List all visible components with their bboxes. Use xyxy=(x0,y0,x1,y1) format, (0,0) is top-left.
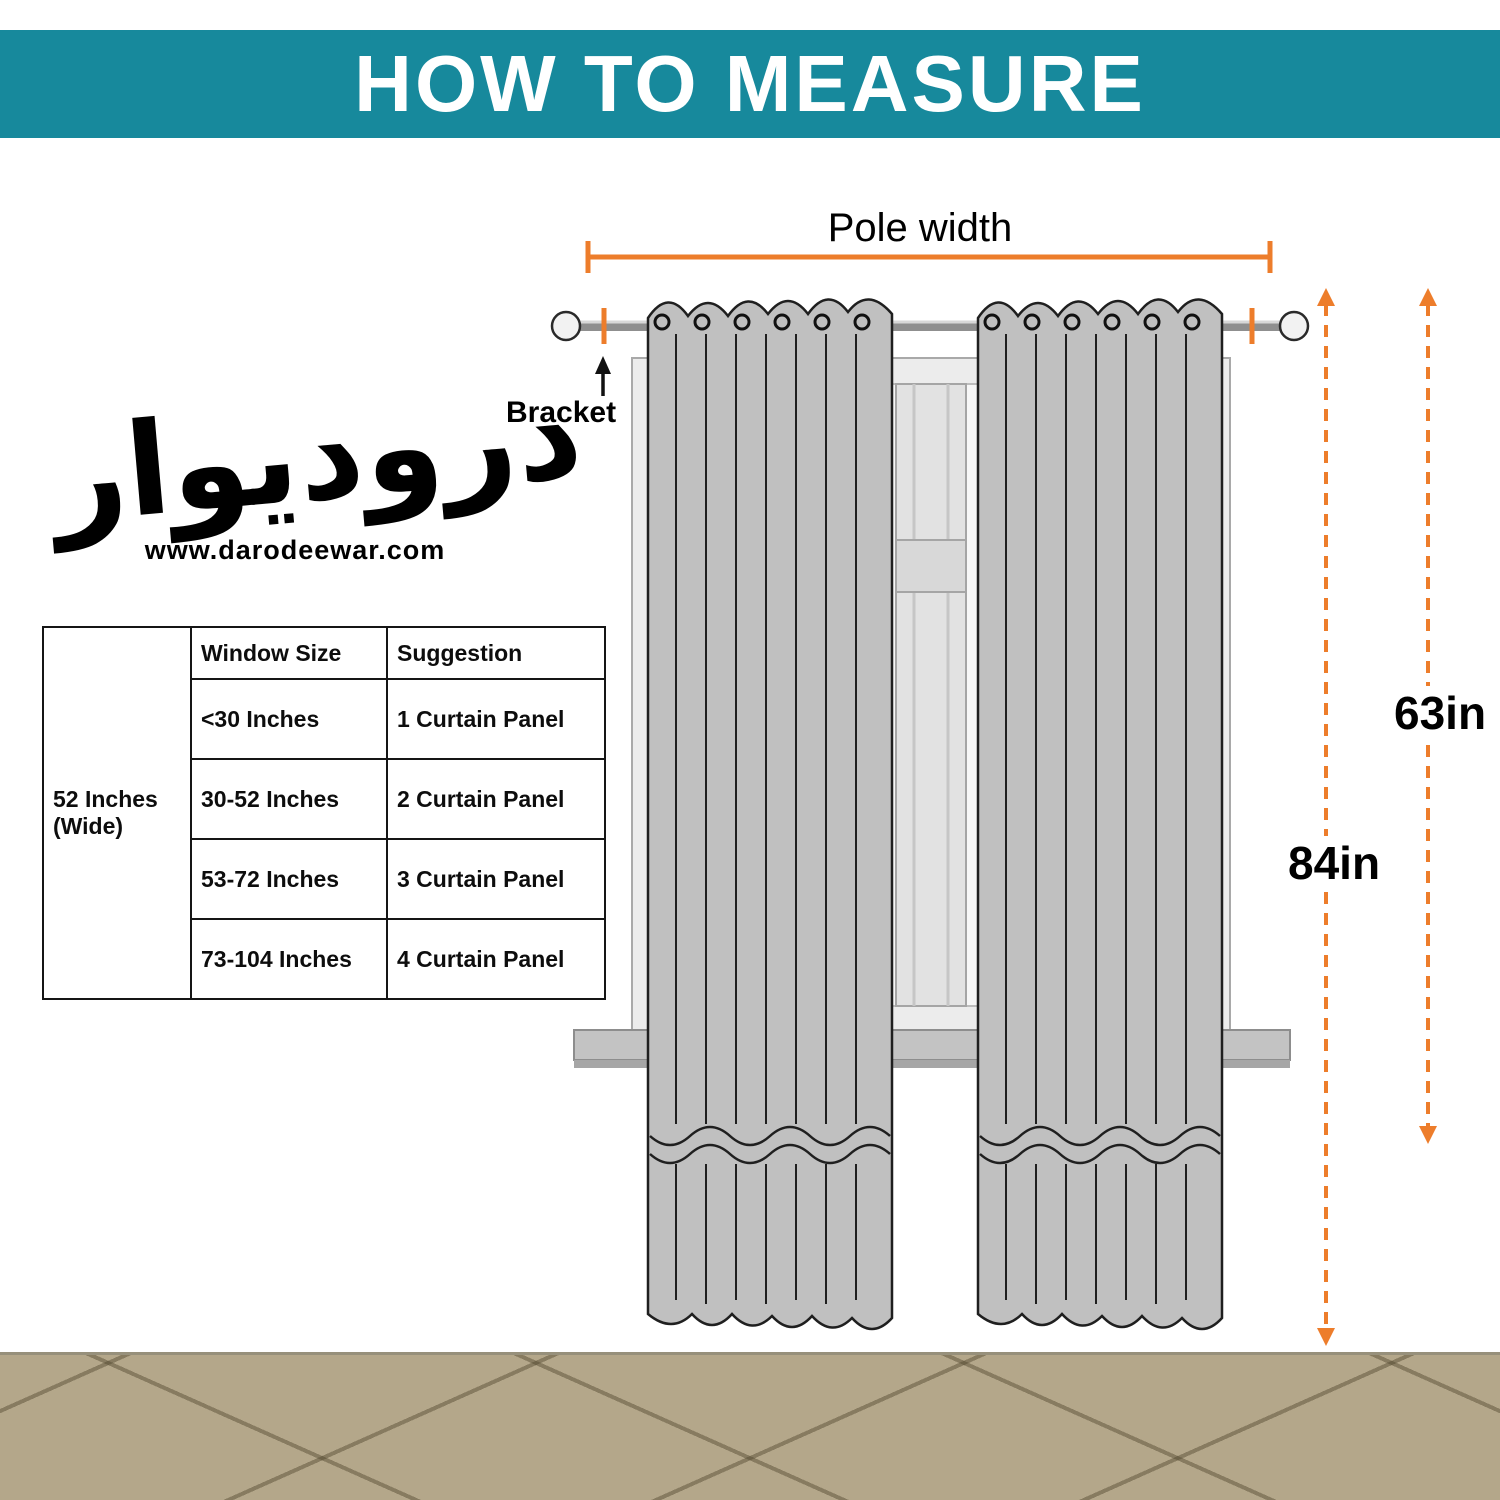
window-mullion xyxy=(895,383,967,1007)
measure-line-63 xyxy=(1419,288,1437,1144)
curtain-folds-upper xyxy=(675,334,857,1124)
suggestion-cell: 4 Curtain Panel xyxy=(386,918,606,1000)
length-84-label: 84in xyxy=(1284,836,1385,890)
table-header-window-size: Window Size xyxy=(190,626,388,680)
page-title: HOW TO MEASURE xyxy=(354,39,1146,128)
pole-width-measure xyxy=(585,241,1273,273)
curtain-folds-lower xyxy=(675,1164,857,1304)
brand-website: www.darodeewar.com xyxy=(144,534,446,565)
curtain-panel-left xyxy=(646,298,894,1331)
curtain-body xyxy=(646,298,894,1331)
window-size-cell: <30 Inches xyxy=(190,678,388,760)
table-header-row: 52 Inches (Wide) Window Size Suggestion xyxy=(42,626,606,1000)
curtain-body xyxy=(976,298,1224,1331)
finial-left xyxy=(550,310,582,342)
curtain-rings xyxy=(653,313,871,331)
window-rail xyxy=(895,539,967,593)
curtain-folds-upper xyxy=(1005,334,1187,1124)
hem-wave-63 xyxy=(649,1125,891,1147)
table-row: 30-52 Inches 2 Curtain Panel xyxy=(43,758,606,840)
curtain-panel-right xyxy=(976,298,1224,1331)
table-side-label: 52 Inches (Wide) xyxy=(42,626,192,1000)
pole-width-label: Pole width xyxy=(827,206,1013,250)
measure-line-84 xyxy=(1317,288,1335,1346)
table-header-suggestion: Suggestion xyxy=(386,626,606,680)
table-row: 73-104 Inches 4 Curtain Panel xyxy=(43,918,606,1000)
curtain-folds-lower xyxy=(1005,1164,1187,1304)
curtain-rings xyxy=(983,313,1201,331)
window-size-cell: 30-52 Inches xyxy=(190,758,388,840)
bracket-arrow xyxy=(595,356,611,396)
floor xyxy=(0,1352,1500,1500)
window-size-cell: 73-104 Inches xyxy=(190,918,388,1000)
suggestion-cell: 3 Curtain Panel xyxy=(386,838,606,920)
panel-suggestion-table: 52 Inches (Wide) Window Size Suggestion … xyxy=(42,626,606,1000)
table-row: 53-72 Inches 3 Curtain Panel xyxy=(43,838,606,920)
brand-logo: دروديوار www.darodeewar.com xyxy=(46,358,587,566)
bracket-label: Bracket xyxy=(506,396,617,429)
table-row: <30 Inches 1 Curtain Panel xyxy=(43,678,606,760)
suggestion-cell: 2 Curtain Panel xyxy=(386,758,606,840)
header-banner: HOW TO MEASURE xyxy=(0,30,1500,138)
length-63-label: 63in xyxy=(1390,686,1491,740)
window-size-cell: 53-72 Inches xyxy=(190,838,388,920)
finial-right xyxy=(1278,310,1310,342)
hem-wave-63 xyxy=(979,1125,1221,1147)
suggestion-cell: 1 Curtain Panel xyxy=(386,678,606,760)
